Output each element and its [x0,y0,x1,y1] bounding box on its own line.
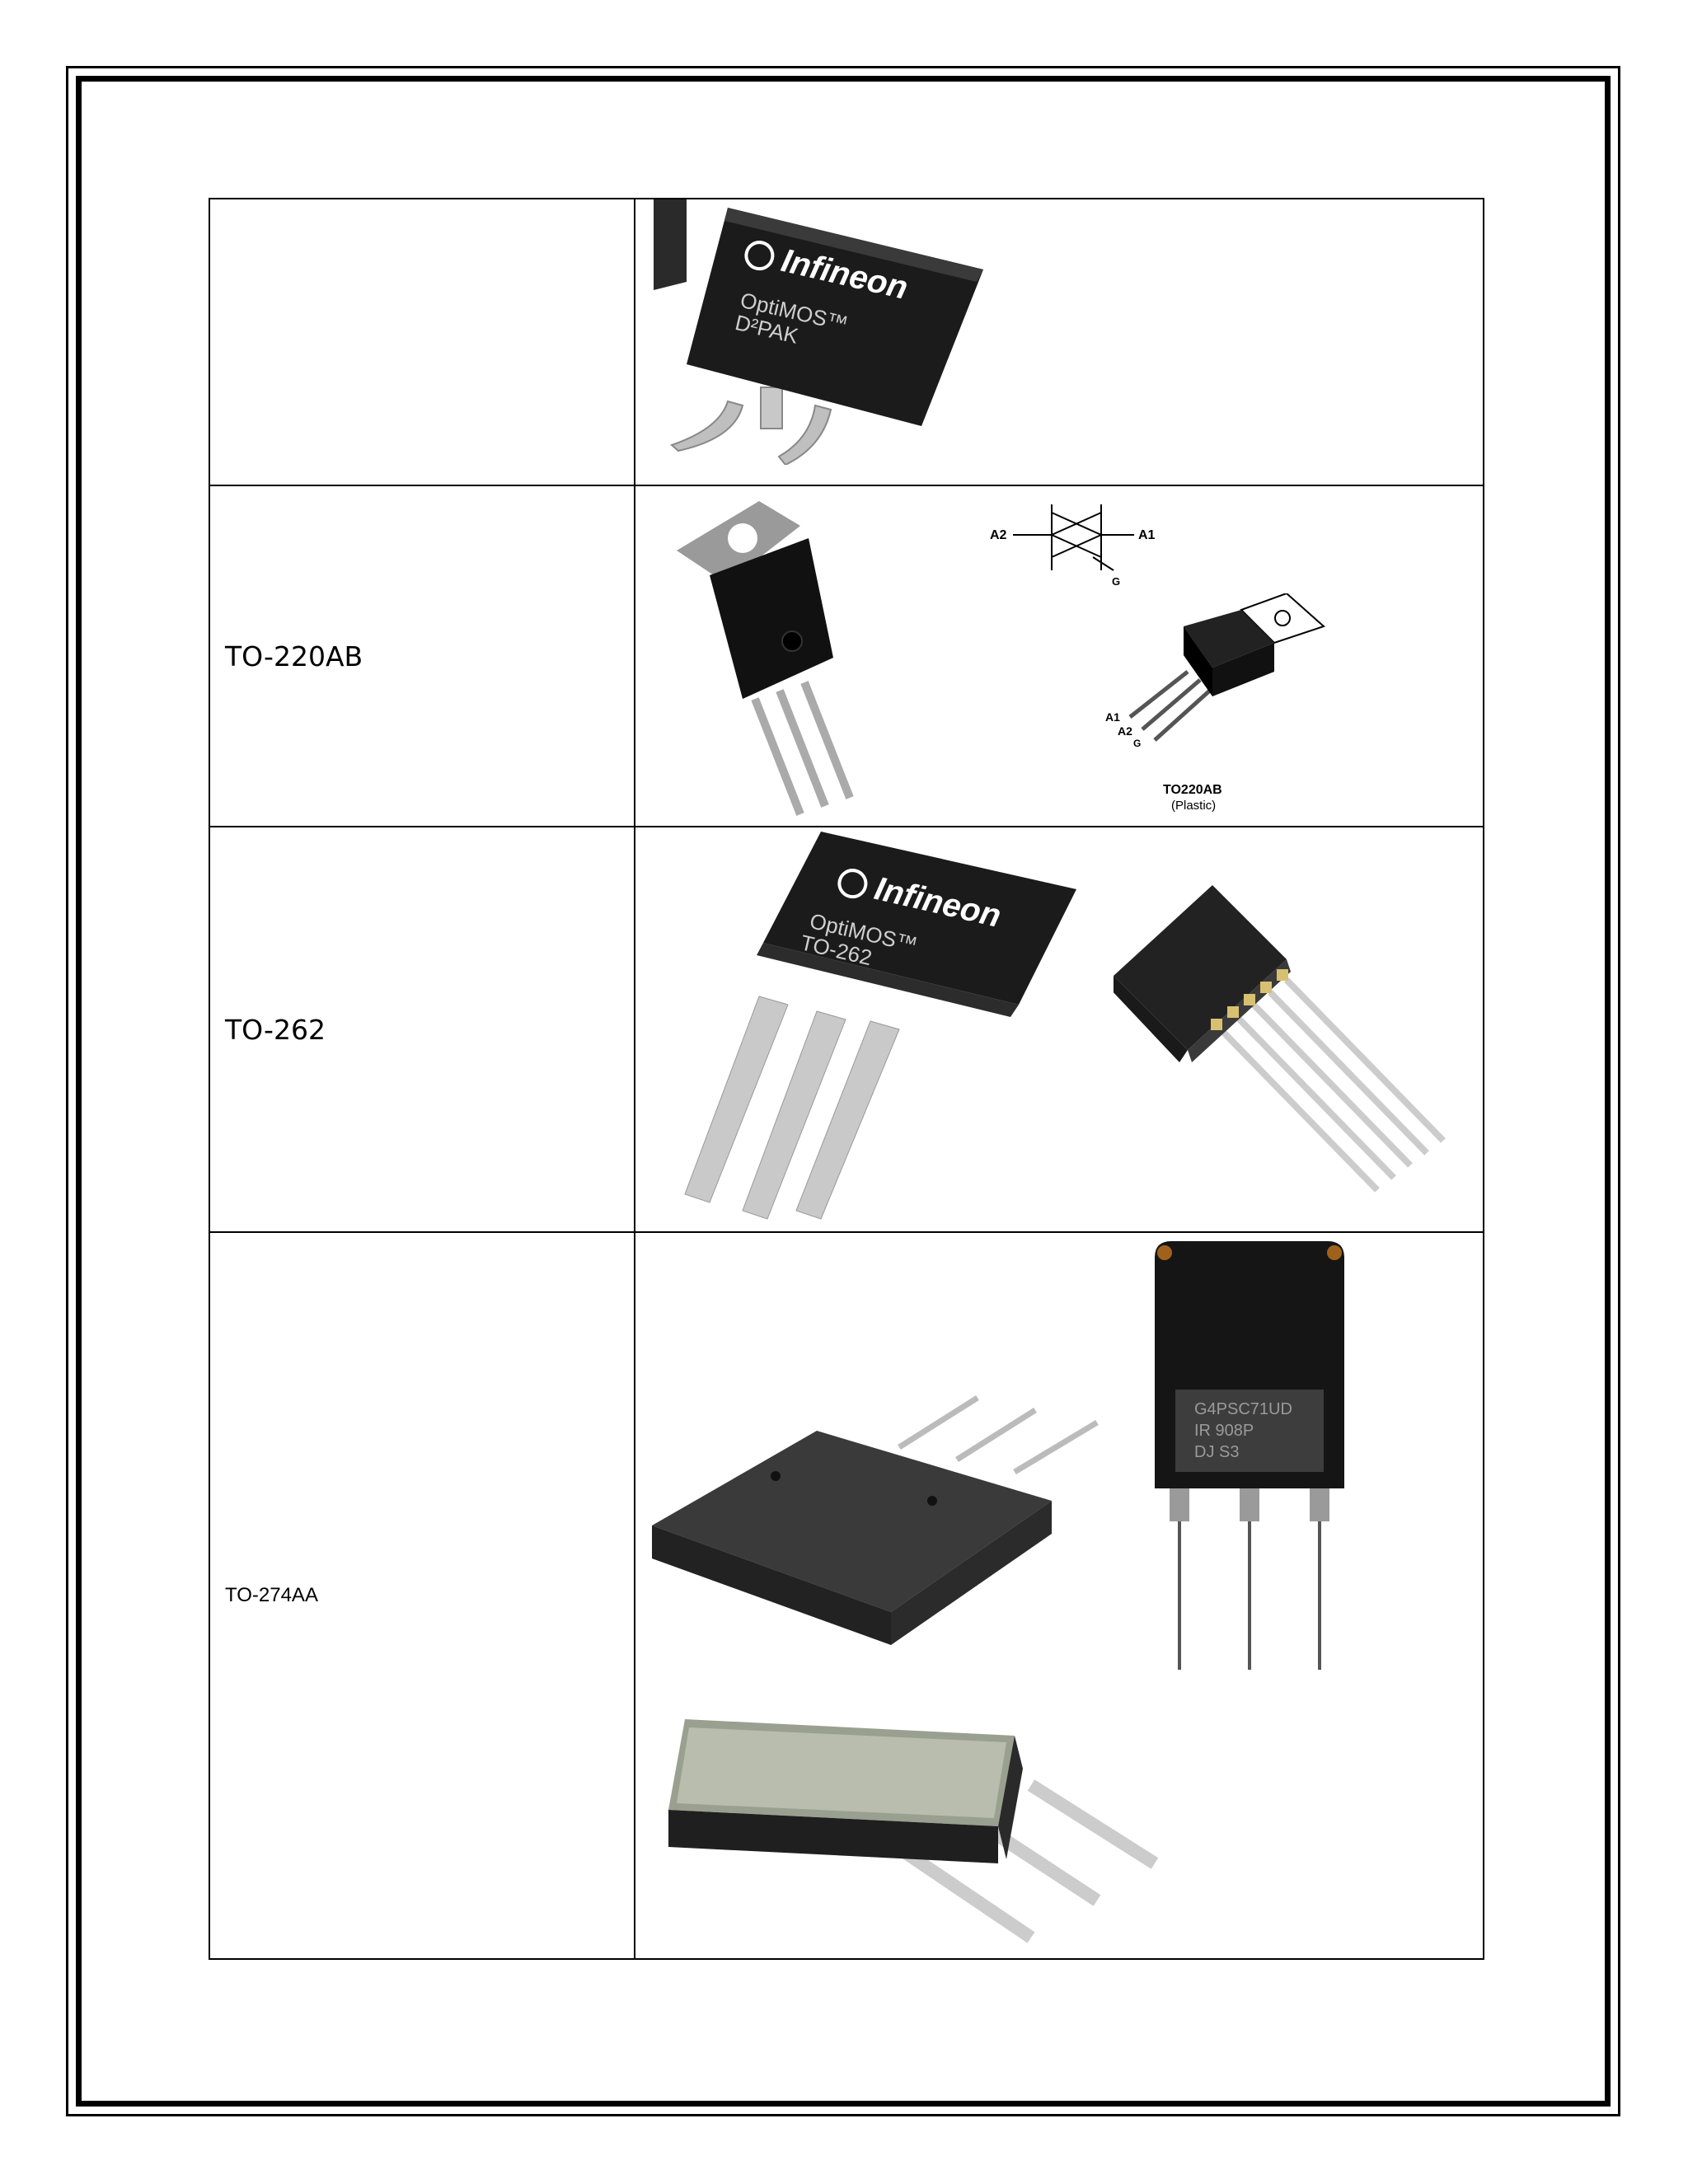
package-label-cell: TO-262 [209,826,635,1233]
to274aa-side-package-image [668,1719,1159,1943]
marking-line-1: G4PSC71UD [1194,1400,1292,1418]
package-image-cell: Infineon OptiMOS™ D²PAK [634,198,1484,486]
pin-g-label: G [1112,575,1120,587]
package-label: TO-274AA [225,1584,318,1606]
pin-a2-label: A2 [1118,724,1132,738]
pin-a1-label: A1 [1138,528,1156,542]
table-row: TO-274AA [209,1231,1484,1960]
package-image-cell: A2 A1 G A1 A [634,485,1484,827]
pin-g-label: G [1133,738,1141,749]
marking-line-2: IR 908P [1194,1422,1254,1440]
to220ab-drawing-image: A1 A2 G TO220AB (Plastic) [1105,593,1325,813]
to274aa-angled-package-image [652,1395,1099,1645]
triac-symbol-diagram: A2 A1 G [990,504,1156,587]
to262-package-image: Infineon OptiMOS™ TO-262 [684,832,1076,1220]
to220ab-package-image [677,501,854,816]
package-image-cell: G4PSC71UD IR 908P DJ S3 [634,1231,1484,1960]
package-label: TO-220AB [225,640,363,673]
table-row: Infineon OptiMOS™ D²PAK [209,198,1484,486]
table-row: TO-262 Infineon OptiMOS™ TO-262 [209,826,1484,1233]
package-caption: TO220AB [1163,783,1222,797]
package-label-cell: TO-220AB [209,485,635,827]
page-border-inner [76,76,1611,2107]
pin-a1-label: A1 [1105,710,1120,724]
package-label-cell: TO-274AA [209,1231,635,1960]
package-label: TO-262 [225,1013,326,1046]
to274aa-front-package-image: G4PSC71UD IR 908P DJ S3 [1155,1241,1344,1670]
package-subcaption: (Plastic) [1171,799,1216,813]
package-image-cell: Infineon OptiMOS™ TO-262 [634,826,1484,1233]
package-table: Infineon OptiMOS™ D²PAK TO-220AB [209,198,1484,1960]
pin-a2-label: A2 [990,528,1007,542]
package-label-cell [209,198,635,486]
table-row: TO-220AB A2 A1 [209,485,1484,827]
d2pak-package-image: Infineon OptiMOS™ D²PAK [654,200,983,465]
page-border-outer [66,66,1620,2116]
marking-line-3: DJ S3 [1194,1443,1239,1461]
five-lead-package-image [1114,885,1446,1193]
